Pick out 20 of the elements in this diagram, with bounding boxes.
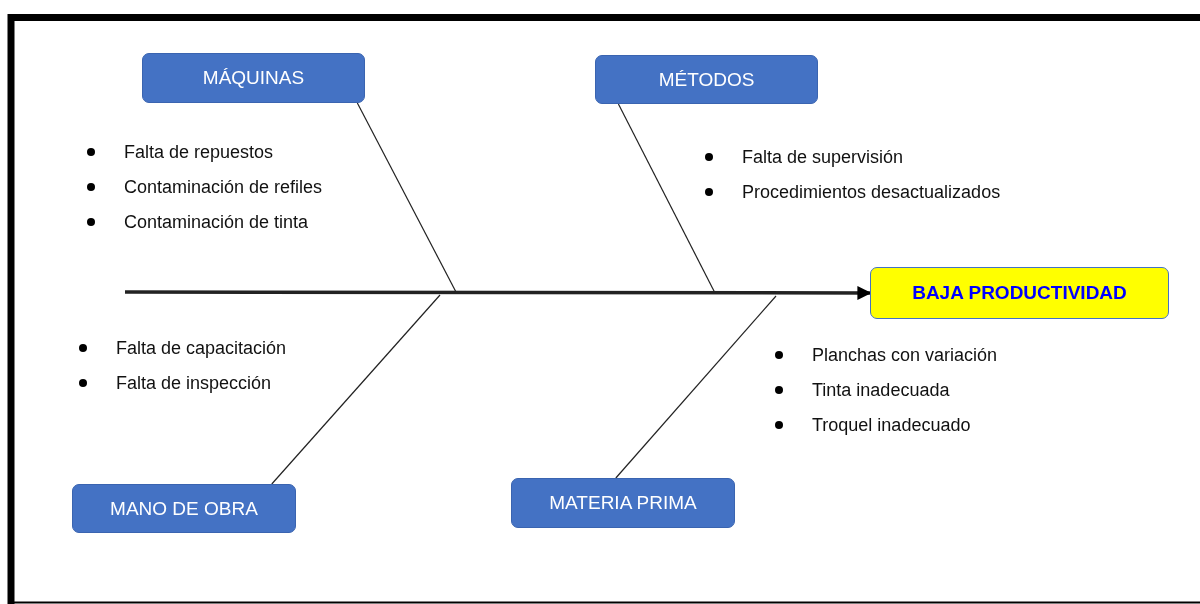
cause-item: Planchas con variación (812, 344, 998, 366)
effect-box: BAJA PRODUCTIVIDAD (870, 267, 1169, 319)
category-box: MÁQUINAS (142, 53, 365, 103)
cause-item: Contaminación de tinta (124, 211, 309, 233)
cause-item: Troquel inadecuado (812, 414, 971, 436)
cause-item: Falta de repuestos (124, 141, 274, 163)
cause-item: Falta de inspección (116, 372, 272, 394)
branch-line (615, 295, 777, 479)
category-box: MATERIA PRIMA (511, 478, 735, 528)
arrow (125, 286, 872, 300)
cause-item: Contaminación de refiles (124, 176, 323, 198)
category-box: MANO DE OBRA (72, 484, 296, 533)
category-box: MÉTODOS (595, 55, 818, 104)
branch-line (617, 103, 716, 294)
branch-line (271, 294, 441, 485)
cause-item: Procedimientos desactualizados (742, 181, 1001, 203)
branch-line (356, 102, 457, 293)
cause-item: Falta de supervisión (742, 146, 904, 168)
cause-item: Falta de capacitación (116, 337, 287, 359)
cause-item: Tinta inadecuada (812, 379, 950, 401)
